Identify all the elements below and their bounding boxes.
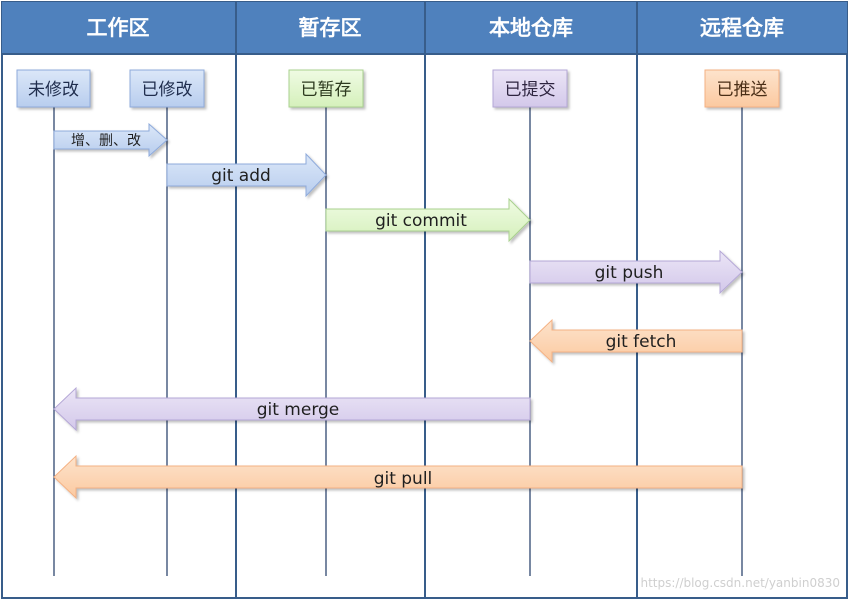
arrow-right-icon [529,249,743,295]
arrow-right-icon [325,197,531,243]
arrow-right-icon [166,152,327,198]
state-label-pushed: 已推送 [717,80,768,100]
transition-pull: git pull [53,454,743,500]
watermark: https://blog.csdn.net/yanbin0830 [640,576,840,590]
state-label-staged: 已暂存 [301,80,352,100]
transition-label-commit: git commit [375,211,467,231]
state-box-unmodified [16,69,91,108]
state-label-committed: 已提交 [505,80,556,100]
transition-label-pull: git pull [374,469,433,489]
state-committed: 已提交 [492,69,568,108]
transition-fetch: git fetch [529,318,743,364]
state-modified: 已修改 [129,69,205,108]
transition-edit: 增、删、改 [53,122,168,158]
transition-label-merge: git merge [257,400,340,420]
state-pushed: 已推送 [704,69,780,108]
state-box-committed [492,69,568,108]
state-label-modified: 已修改 [142,80,193,100]
arrow-right-icon [53,122,168,158]
transition-add: git add [166,152,327,198]
arrow-left-icon [529,318,743,364]
transition-label-push: git push [595,263,664,283]
state-unmodified: 未修改 [16,69,91,108]
transition-label-add: git add [211,166,271,186]
arrow-left-icon [53,386,531,432]
column-header-local-repo: 本地仓库 [489,16,573,40]
state-box-modified [129,69,205,108]
state-box-pushed [704,69,780,108]
state-staged: 已暂存 [288,69,364,108]
transition-label-edit: 增、删、改 [71,133,141,149]
transition-commit: git commit [325,197,531,243]
column-header-staging: 暂存区 [299,16,362,40]
transition-push: git push [529,249,743,295]
arrow-left-icon [53,454,743,500]
transition-merge: git merge [53,386,531,432]
state-label-unmodified: 未修改 [28,80,79,100]
state-box-staged [288,69,364,108]
column-header-remote-repo: 远程仓库 [700,16,784,40]
column-header-workspace: 工作区 [87,16,150,40]
transition-label-fetch: git fetch [606,332,677,352]
